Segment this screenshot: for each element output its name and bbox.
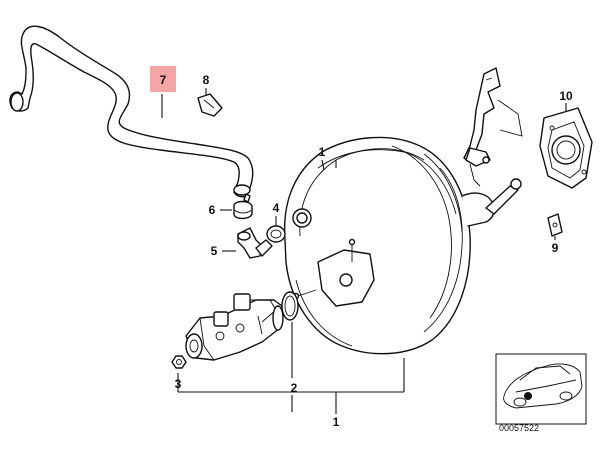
callout-5[interactable]: 5 [211,244,218,258]
reference-number: 00057522 [499,423,539,433]
callout-1-top[interactable]: 1 [319,145,326,159]
pedal-bracket[interactable] [463,67,523,187]
highlight-box [150,66,176,92]
grommet[interactable] [266,225,286,243]
callout-2[interactable]: 2 [291,381,298,395]
callout-10[interactable]: 10 [559,89,573,103]
booster-gasket[interactable] [539,107,593,189]
callout-7[interactable]: 7 [160,73,167,87]
clip-nut[interactable] [547,213,563,237]
hose-clamp[interactable] [233,193,253,220]
callout-8[interactable]: 8 [203,73,210,87]
check-valve[interactable] [237,227,273,259]
o-ring[interactable] [281,291,299,321]
bracket-clip[interactable] [197,93,223,117]
callout-1[interactable]: 1 [333,415,340,429]
callout-3[interactable]: 3 [175,377,182,391]
component-location-marker [524,392,532,400]
brake-booster[interactable] [283,136,522,355]
car-locator-inset: 00057522 [495,353,587,433]
leader-lines [161,88,567,414]
master-cylinder[interactable] [185,293,284,361]
callout-6[interactable]: 6 [209,203,216,217]
callout-9[interactable]: 9 [552,241,559,255]
vacuum-hose[interactable] [9,25,254,198]
hex-nut[interactable] [171,355,187,369]
callout-4[interactable]: 4 [273,201,280,215]
